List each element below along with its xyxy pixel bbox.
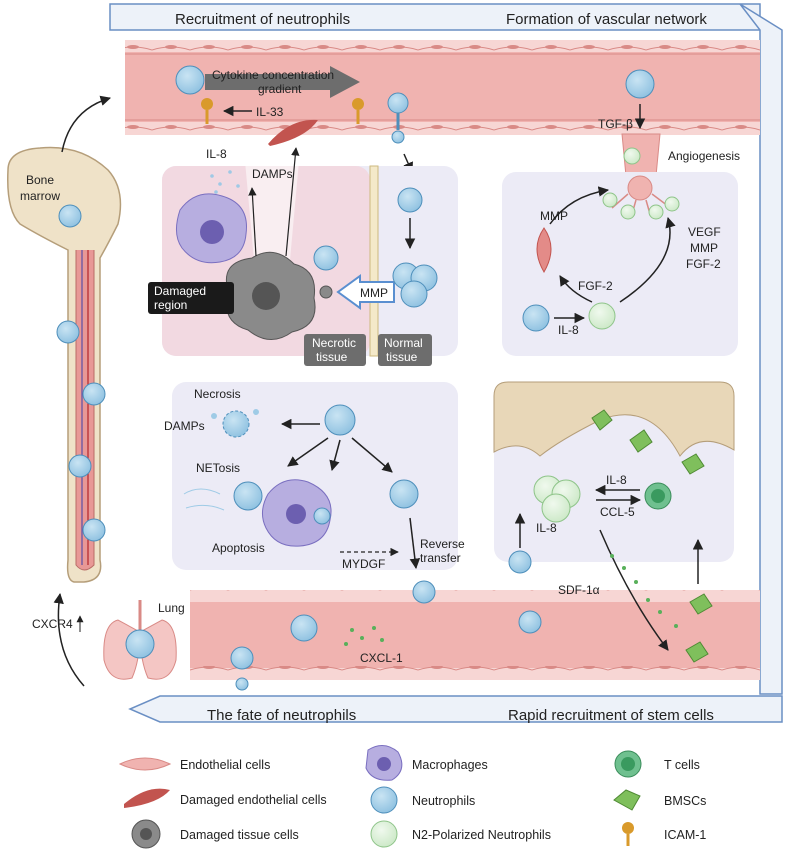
legend-label-4: Neutrophils [412, 794, 475, 808]
fate-neutrophil [324, 404, 356, 436]
bone [7, 146, 122, 583]
endothelial-cell [536, 227, 552, 273]
label-normal-tissue: tissue [386, 350, 418, 364]
title-recruitment: Recruitment of neutrophils [175, 11, 350, 28]
legend-label-0: Endothelial cells [180, 758, 270, 772]
title-stem: Rapid recruitment of stem cells [508, 707, 714, 724]
vascular-panel [502, 172, 738, 356]
label-damps-top: DAMPs [252, 167, 293, 181]
bottom-vessel [190, 590, 760, 680]
mmp-arrow [336, 274, 395, 310]
label-marrow: marrow [20, 189, 60, 203]
label-sdf1a: SDF-1α [558, 583, 600, 597]
sdf1a-dots [610, 554, 678, 628]
netosis-neutrophil [183, 481, 263, 511]
normal-badge [378, 334, 432, 366]
label-il33: IL-33 [256, 105, 284, 119]
label-cytokine-2: gradient [258, 82, 302, 96]
label-cxcr4: CXCR4 [32, 617, 73, 631]
label-ccl5: CCL-5 [600, 505, 635, 519]
bone-surface [493, 381, 735, 457]
legend-icam1: ICAM-1 [622, 822, 706, 846]
label-cytokine-1: Cytokine concentration [212, 68, 334, 82]
macrophage-nucleus [200, 220, 224, 244]
bone-neutrophil [56, 204, 106, 542]
apoptotic-macrophage [262, 479, 332, 547]
legend-label-1: Damaged endothelial cells [180, 793, 327, 807]
legend-damaged-endothelial: Damaged endothelial cells [124, 788, 327, 808]
legend-n2: N2-Polarized Neutrophils [370, 820, 551, 848]
n2-cluster [533, 475, 581, 523]
vessel-neutrophil [230, 580, 542, 691]
legend-bmsc: BMSCs [613, 789, 706, 811]
damaged-endothelial-cell [268, 119, 318, 146]
necrotic-neutrophil [211, 409, 259, 438]
label-tgfb: TGF-β [598, 117, 633, 131]
cycle-neutrophil [522, 304, 550, 332]
necrotic-badge [304, 334, 366, 366]
label-il8-cycle: IL-8 [558, 323, 579, 337]
legend-label-7: BMSCs [664, 794, 706, 808]
legend-damaged-tissue: Damaged tissue cells [131, 819, 299, 849]
il8-dots [210, 170, 240, 194]
phagocytic-neutrophil [313, 245, 339, 271]
cxcl1-dots [344, 626, 384, 646]
label-cxcl1: CXCL-1 [360, 651, 403, 665]
legend-label-5: N2-Polarized Neutrophils [412, 828, 551, 842]
label-mydgf: MYDGF [342, 557, 385, 571]
label-angiogenesis: Angiogenesis [668, 149, 740, 163]
damaged-tissue-cell [204, 251, 333, 340]
title-fate: The fate of neutrophils [207, 707, 356, 724]
neutrophil [175, 65, 655, 99]
legend: Endothelial cells Damaged endothelial ce… [118, 745, 706, 849]
label-il8-stem: IL-8 [606, 473, 627, 487]
legend-neutrophil: Neutrophils [370, 786, 475, 814]
legend-label-3: Macrophages [412, 758, 488, 772]
label-il8-top: IL-8 [206, 147, 227, 161]
label-reverse: Reverse [420, 537, 465, 551]
label-necrotic-tissue: tissue [316, 350, 348, 364]
label-mmp-right: MMP [690, 241, 718, 255]
label-il8-stem-left: IL-8 [536, 521, 557, 535]
t-cell-nucleus [651, 489, 665, 503]
title-vascular: Formation of vascular network [506, 11, 707, 28]
lung [103, 600, 177, 680]
label-normal: Normal [384, 336, 423, 350]
label-transfer: transfer [420, 551, 461, 565]
bone-to-vessel-arrow [61, 95, 112, 153]
label-region: region [154, 298, 187, 312]
label-necrosis: Necrosis [194, 387, 241, 401]
label-apoptosis: Apoptosis [212, 541, 265, 555]
label-necrotic: Necrotic [312, 336, 356, 350]
label-mmp-arrow: MMP [360, 286, 388, 300]
cytokine-gradient-arrow [205, 66, 360, 98]
legend-label-2: Damaged tissue cells [180, 828, 299, 842]
legend-macrophage: Macrophages [365, 745, 488, 781]
label-netosis: NETosis [196, 461, 240, 475]
legend-label-8: ICAM-1 [664, 828, 706, 842]
legend-label-6: T cells [664, 758, 700, 772]
cycle-n2-neutrophil [588, 302, 616, 330]
label-damps-fate: DAMPs [164, 419, 205, 433]
frame [109, 3, 783, 723]
label-mmp-cycle: MMP [540, 209, 568, 223]
transmigrating-neutrophil [387, 92, 409, 144]
label-lung: Lung [158, 601, 185, 615]
label-fgf2: FGF-2 [578, 279, 613, 293]
label-damaged: Damaged [154, 284, 206, 298]
icam1-marker [201, 98, 364, 124]
legend-tcell: T cells [614, 750, 700, 778]
label-bone: Bone [26, 173, 54, 187]
reverse-neutrophil [389, 479, 419, 509]
damaged-region-badge [148, 282, 234, 314]
legend-endothelial: Endothelial cells [118, 757, 270, 772]
tissue-neutrophil [392, 187, 438, 308]
label-fgf2-right: FGF-2 [686, 257, 721, 271]
bmsc [591, 409, 713, 663]
label-vegf: VEGF [688, 225, 721, 239]
stem-neutrophil [508, 550, 532, 574]
